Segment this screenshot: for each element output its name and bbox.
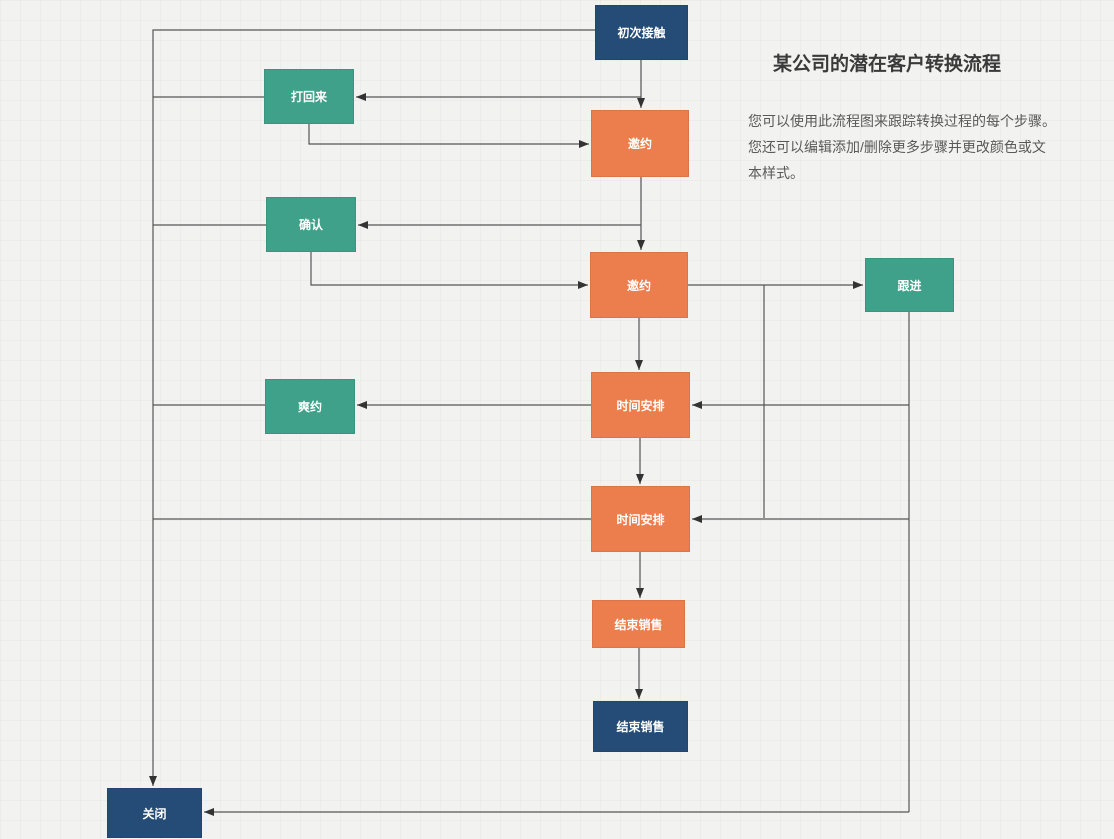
edge-left-rail-to-close [149,29,595,786]
node-confirm[interactable]: 确认 [266,197,356,252]
edge-confirm-to-invite-2 [310,252,588,289]
node-no-show[interactable]: 爽约 [265,379,355,434]
node-invite-1[interactable]: 邀约 [591,110,689,177]
node-end-sale-1[interactable]: 结束销售 [592,600,685,648]
node-label: 结束销售 [614,617,663,632]
node-label: 关闭 [142,806,167,821]
description-line: 您还可以编辑添加/删除更多步骤并更改颜色或文 [748,139,1046,155]
node-label: 结束销售 [616,720,665,734]
node-label: 爽约 [297,400,322,414]
node-label: 跟进 [897,278,922,293]
node-first-contact[interactable]: 初次接触 [595,5,688,60]
node-label: 邀约 [627,137,652,151]
node-schedule-1[interactable]: 时间安排 [591,372,690,438]
node-label: 初次接触 [617,26,666,40]
diagram-title: 某公司的潜在客户转换流程 [773,54,1002,75]
node-label: 时间安排 [616,398,665,413]
description-line: 本样式。 [748,165,804,181]
node-label: 时间安排 [616,512,665,527]
diagram-description: 您可以使用此流程图来跟踪转换过程的每个步骤。 您还可以编辑添加/删除更多步骤并更… [748,108,1056,186]
node-label: 打回来 [290,90,327,104]
node-close[interactable]: 关闭 [107,788,202,838]
node-follow-up[interactable]: 跟进 [865,258,954,312]
node-label: 确认 [298,218,323,232]
node-label: 邀约 [626,278,651,293]
node-call-back[interactable]: 打回来 [264,69,354,124]
node-end-sale-2[interactable]: 结束销售 [593,701,688,752]
node-schedule-2[interactable]: 时间安排 [591,486,690,552]
edge-call-back-to-invite-1 [308,124,589,148]
description-line: 您可以使用此流程图来跟踪转换过程的每个步骤。 [748,113,1056,129]
node-invite-2[interactable]: 邀约 [590,252,688,318]
